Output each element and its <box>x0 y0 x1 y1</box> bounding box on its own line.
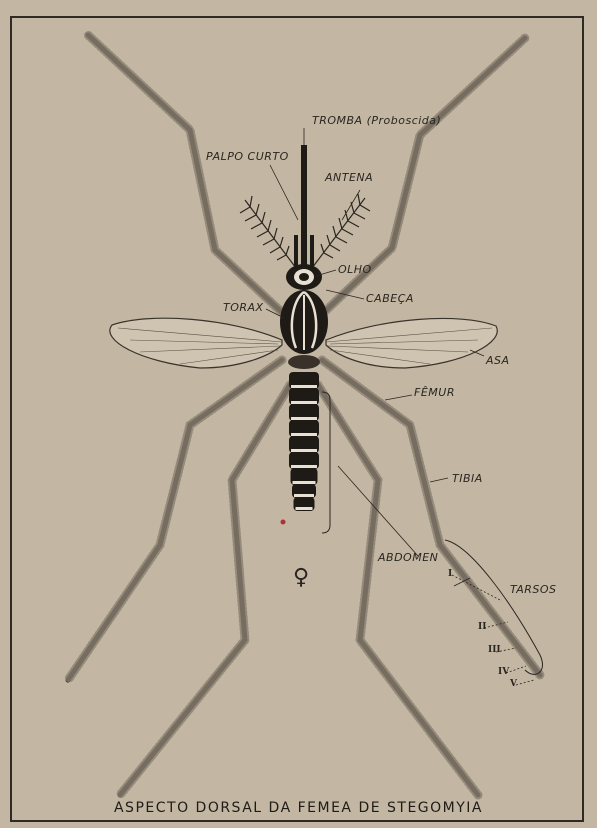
label-tarsos: TARSOS <box>510 583 557 596</box>
tarsus-label-1: I <box>448 569 452 579</box>
abdomen-band <box>291 401 317 404</box>
head <box>286 264 322 290</box>
label-antena: ANTENA <box>325 171 373 184</box>
label-tromba: TROMBA (Proboscida) <box>312 114 441 127</box>
label-femur: FÊMUR <box>414 386 455 399</box>
label-olho: OLHO <box>338 263 372 276</box>
hind-leg-right <box>318 385 478 795</box>
label-abdomen: ABDOMEN <box>378 551 438 564</box>
caption: ASPECTO DORSAL DA FEMEA DE STEGOMYIA <box>0 800 597 816</box>
abdomen-band <box>291 449 317 452</box>
proboscis <box>294 145 314 270</box>
abdomen-band <box>291 465 317 468</box>
tarsus-label-5: V <box>510 679 517 689</box>
tarsus-label-4: IV <box>498 667 509 677</box>
abdomen-band <box>296 507 313 510</box>
label-cabeca: CABEÇA <box>366 292 414 305</box>
abdomen-band <box>294 494 314 497</box>
abdomen <box>289 372 319 511</box>
abdomen-band <box>291 433 317 436</box>
female-symbol: ♀ <box>293 565 309 590</box>
front-leg-left <box>88 35 288 318</box>
tarsus-label-3: III <box>488 645 501 655</box>
tarsus-label-2: II <box>478 622 486 632</box>
abdomen-bracket <box>322 392 330 533</box>
label-asa: ASA <box>486 354 510 367</box>
wing-left <box>110 318 282 368</box>
abdomen-band <box>291 385 317 388</box>
abdomen-band <box>291 417 317 420</box>
label-palpo: PALPO CURTO <box>206 150 289 163</box>
hind-leg-left <box>120 385 290 795</box>
red-mark <box>281 520 286 525</box>
label-torax: TORAX <box>223 301 264 314</box>
abdomen-band <box>293 481 316 484</box>
label-tibia: TIBIA <box>452 472 483 485</box>
